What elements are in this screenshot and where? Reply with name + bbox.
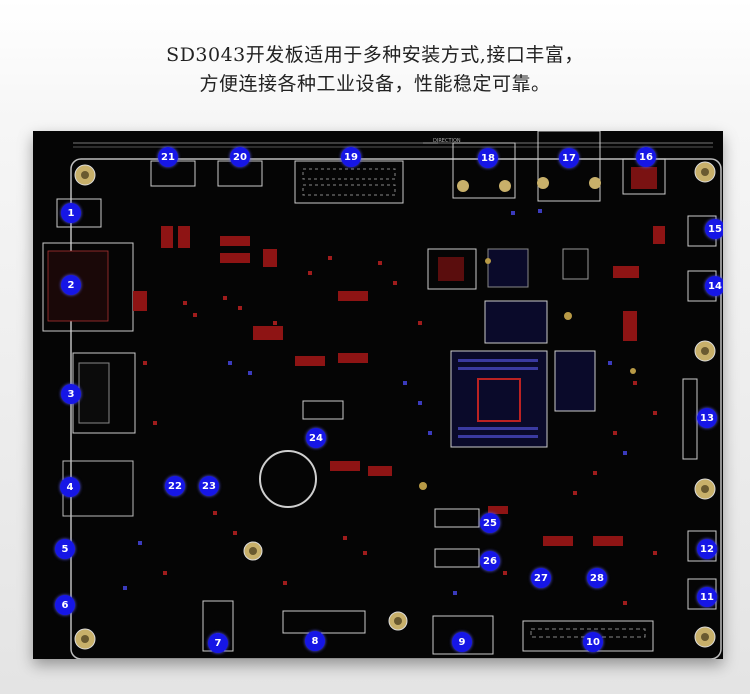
marker-3: 3: [61, 384, 81, 404]
marker-7: 7: [208, 633, 228, 653]
marker-15: 15: [705, 219, 723, 239]
marker-26: 26: [480, 551, 500, 571]
pcb-layout-image: DIRECTION: [33, 131, 723, 659]
marker-14: 14: [705, 276, 723, 296]
marker-8: 8: [305, 631, 325, 651]
marker-23: 23: [199, 476, 219, 496]
marker-20: 20: [230, 147, 250, 167]
marker-28: 28: [587, 568, 607, 588]
marker-24: 24: [306, 428, 326, 448]
pcb-drawing: DIRECTION: [42, 131, 722, 659]
marker-10: 10: [583, 632, 603, 652]
marker-5: 5: [55, 539, 75, 559]
caption-line-2: 方便连接各种工业设备，性能稳定可靠。: [199, 73, 551, 95]
svg-text:DIRECTION: DIRECTION: [433, 138, 461, 144]
marker-16: 16: [636, 147, 656, 167]
marker-4: 4: [60, 477, 80, 497]
marker-21: 21: [158, 147, 178, 167]
marker-1: 1: [61, 203, 81, 223]
marker-12: 12: [697, 539, 717, 559]
marker-13: 13: [697, 408, 717, 428]
marker-18: 18: [478, 148, 498, 168]
marker-22: 22: [165, 476, 185, 496]
marker-17: 17: [559, 148, 579, 168]
marker-6: 6: [55, 595, 75, 615]
marker-2: 2: [61, 275, 81, 295]
marker-27: 27: [531, 568, 551, 588]
marker-25: 25: [480, 513, 500, 533]
marker-9: 9: [452, 632, 472, 652]
marker-11: 11: [697, 587, 717, 607]
marker-19: 19: [341, 147, 361, 167]
caption-line-1: SD3043开发板适用于多种安装方式,接口丰富，: [166, 44, 584, 66]
